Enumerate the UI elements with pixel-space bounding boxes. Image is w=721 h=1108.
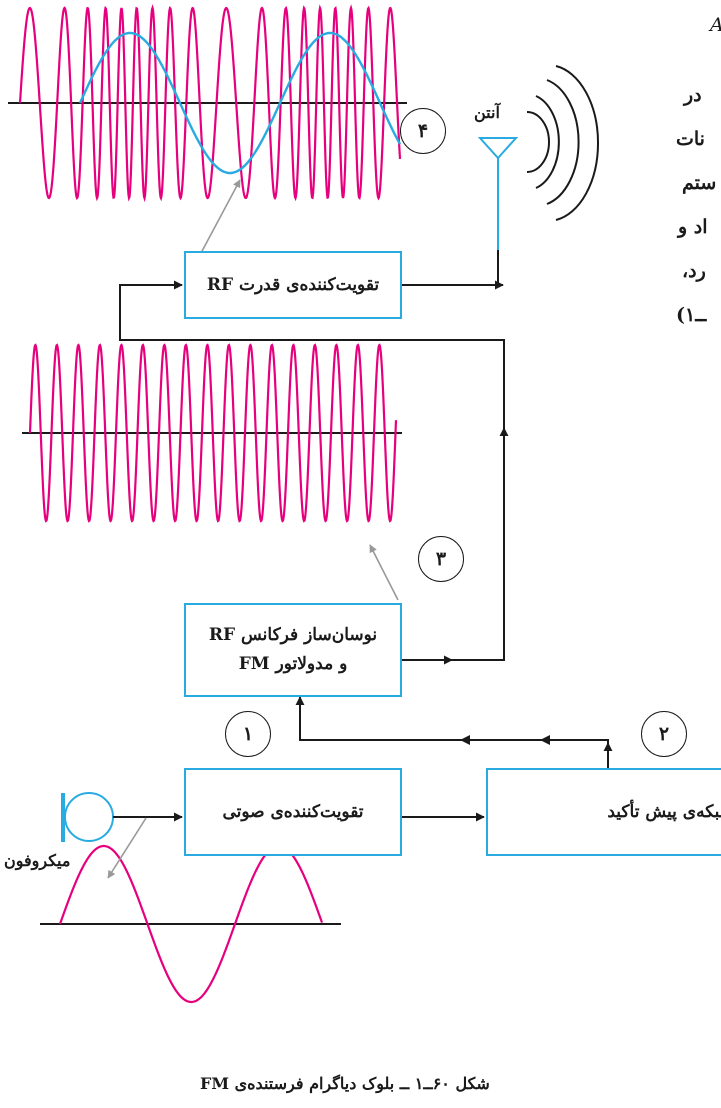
figure-caption: شکل ۶۰ــ۱ ــ بلوک دیاگرام فرستنده‌ی FM — [200, 1074, 490, 1093]
arrowhead-fixes — [460, 735, 550, 745]
rf-power-amplifier-block: تقویت‌کننده‌ی قدرت RF — [184, 251, 402, 319]
stage-number-1-text: ۱ — [242, 723, 254, 745]
stage-number-3: ۳ — [418, 536, 464, 582]
rf-carrier-waveform — [22, 343, 402, 523]
rf-carrier-wave — [28, 343, 398, 523]
pointer-to-waveform-1 — [107, 817, 147, 879]
pre-emphasis-network-block: شبکه‌ی پیش تأکید — [486, 768, 721, 856]
side-text-line-2: نات — [676, 128, 705, 150]
signal-paths — [113, 250, 613, 822]
fm-modulated-waveform — [8, 4, 407, 203]
side-text-line-1: در — [684, 84, 702, 106]
side-text-line-6: ــ۱) — [676, 304, 707, 326]
oscillator-label-line2: و مدولاتور FM — [238, 654, 348, 674]
stage-number-4: ۴ — [400, 108, 446, 154]
stage-number-4-text: ۴ — [417, 120, 429, 142]
oscillator-label-line1: نوسان‌ساز فرکانس RF — [208, 625, 378, 646]
antenna-icon — [477, 137, 519, 250]
rf-oscillator-fm-modulator-block: نوسان‌ساز فرکانس RF و مدولاتور FM — [184, 603, 402, 697]
stage-number-2-text: ۲ — [658, 723, 670, 745]
audio-amplifier-block: تقویت‌کننده‌ی صوتی — [184, 768, 402, 856]
stage-number-3-text: ۳ — [435, 548, 447, 570]
antenna-label: آنتن — [474, 103, 500, 122]
audio-envelope-wave — [78, 31, 402, 175]
wire-rf-amp-to-antenna — [402, 250, 499, 286]
microphone-label: میکروفون — [4, 851, 71, 870]
fm-carrier-wave — [18, 4, 402, 203]
audio-amplifier-label: تقویت‌کننده‌ی صوتی — [222, 802, 364, 822]
pointer-to-waveform-3 — [369, 544, 399, 601]
stage-number-2: ۲ — [641, 711, 687, 757]
audio-signal-waveform — [40, 844, 341, 1004]
rf-power-amplifier-label: تقویت‌کننده‌ی قدرت RF — [206, 275, 380, 295]
side-text-line-5: رد، — [682, 260, 706, 282]
pre-emphasis-label: شبکه‌ی پیش تأکید — [607, 802, 721, 822]
wire-oscillator-return — [295, 696, 460, 741]
stage-number-1: ۱ — [225, 711, 271, 757]
radio-waves-icon — [526, 65, 600, 221]
side-text-line-3: ستم — [682, 172, 717, 194]
wire-preemphasis-to-oscillator — [454, 739, 609, 768]
wire-oscillator-to-rf-amp — [119, 280, 505, 661]
side-text-A: A — [710, 14, 721, 36]
microphone-icon — [61, 792, 114, 842]
side-text-line-4: اد و — [678, 216, 708, 238]
